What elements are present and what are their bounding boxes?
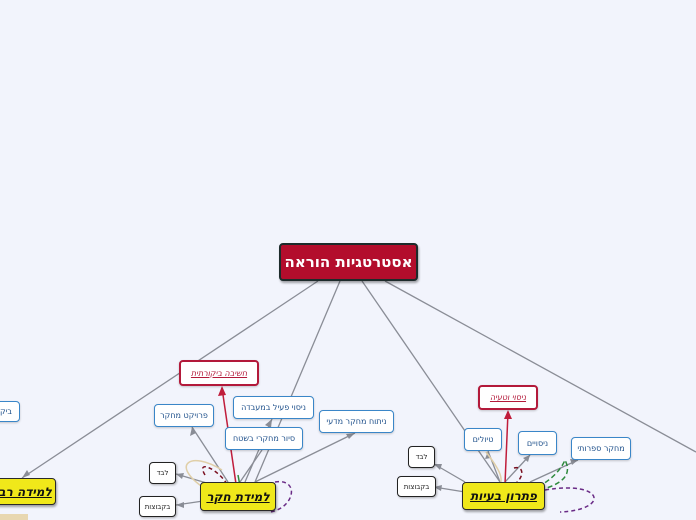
link-inquiry-analysis <box>254 432 356 483</box>
critical-node-label: ניסוי וטעיה <box>489 393 527 402</box>
sub-node-left-edge[interactable]: ביק <box>0 401 20 422</box>
sub-node-label: טיולים <box>472 435 494 444</box>
tag-label: בקבוצות <box>403 482 430 491</box>
tag-alone-inquiry[interactable]: לבד <box>149 462 176 484</box>
tag-groups-problem[interactable]: בקבוצות <box>397 476 436 497</box>
tag-label: בקבוצות <box>144 502 171 511</box>
main-node-label: למידת חקר <box>206 489 270 504</box>
tag-label: לבד <box>415 453 428 461</box>
sub-node-label: ניסוי פעיל במעבדה <box>241 403 306 412</box>
main-node-label: למידה רב <box>0 484 52 499</box>
sub-node-trips[interactable]: טיולים <box>464 428 502 451</box>
link-root-right <box>384 280 696 453</box>
main-node-problem-solving[interactable]: פתרון בעיות <box>462 482 545 510</box>
crit-link-problem <box>504 411 509 485</box>
sub-node-label: מחקר ספרותי <box>577 444 625 453</box>
curve-inquiry-2 <box>202 465 229 487</box>
sub-node-experiments[interactable]: ניסויים <box>518 431 557 455</box>
curve-problem-3 <box>535 458 569 491</box>
sub-node-literature-research[interactable]: מחקר ספרותי <box>571 437 631 460</box>
sub-node-label: ביק <box>0 407 13 416</box>
curve-inquiry-1 <box>185 460 223 489</box>
sub-node-label: סיור מחקרי בשטח <box>232 434 296 443</box>
sub-node-label: ניתוח מחקר מדעי <box>326 417 387 426</box>
sub-node-research-project[interactable]: פרויקט מחקר <box>154 404 214 427</box>
sub-node-field-trip[interactable]: סיור מחקרי בשטח <box>225 427 303 450</box>
sub-node-lab-experiment[interactable]: ניסוי פעיל במעבדה <box>233 396 314 419</box>
sub-node-research-analysis[interactable]: ניתוח מחקר מדעי <box>319 410 394 433</box>
curve-problem-4 <box>544 487 595 513</box>
tag-groups-inquiry[interactable]: בקבוצות <box>139 496 176 517</box>
main-node-label: פתרון בעיות <box>470 489 537 503</box>
link-root-left <box>21 280 319 479</box>
tag-alone-problem[interactable]: לבד <box>408 446 435 468</box>
root-label: אסטרטגיות הוראה <box>284 253 413 271</box>
root-node[interactable]: אסטרטגיות הוראה <box>279 243 418 281</box>
curve-problem-2 <box>509 466 523 488</box>
critical-node-inquiry[interactable]: חשיבה ביקורתית <box>179 360 259 386</box>
tag-label: לבד <box>156 469 169 477</box>
link-root-inquiry <box>254 280 341 483</box>
link-inquiry-project <box>191 426 229 483</box>
curve-inquiry-3 <box>269 481 292 513</box>
main-node-multi-learning[interactable]: למידה רב <box>0 478 56 505</box>
critical-node-label: חשיבה ביקורתית <box>190 368 248 378</box>
critical-node-problem[interactable]: ניסוי וטעיה <box>478 385 538 410</box>
left-edge-tab <box>0 514 28 520</box>
main-node-inquiry[interactable]: למידת חקר <box>200 482 276 511</box>
sub-node-label: פרויקט מחקר <box>160 411 208 420</box>
link-inquiry-field <box>239 449 263 483</box>
link-problem-lit <box>529 459 579 483</box>
sub-node-label: ניסויים <box>526 438 549 448</box>
